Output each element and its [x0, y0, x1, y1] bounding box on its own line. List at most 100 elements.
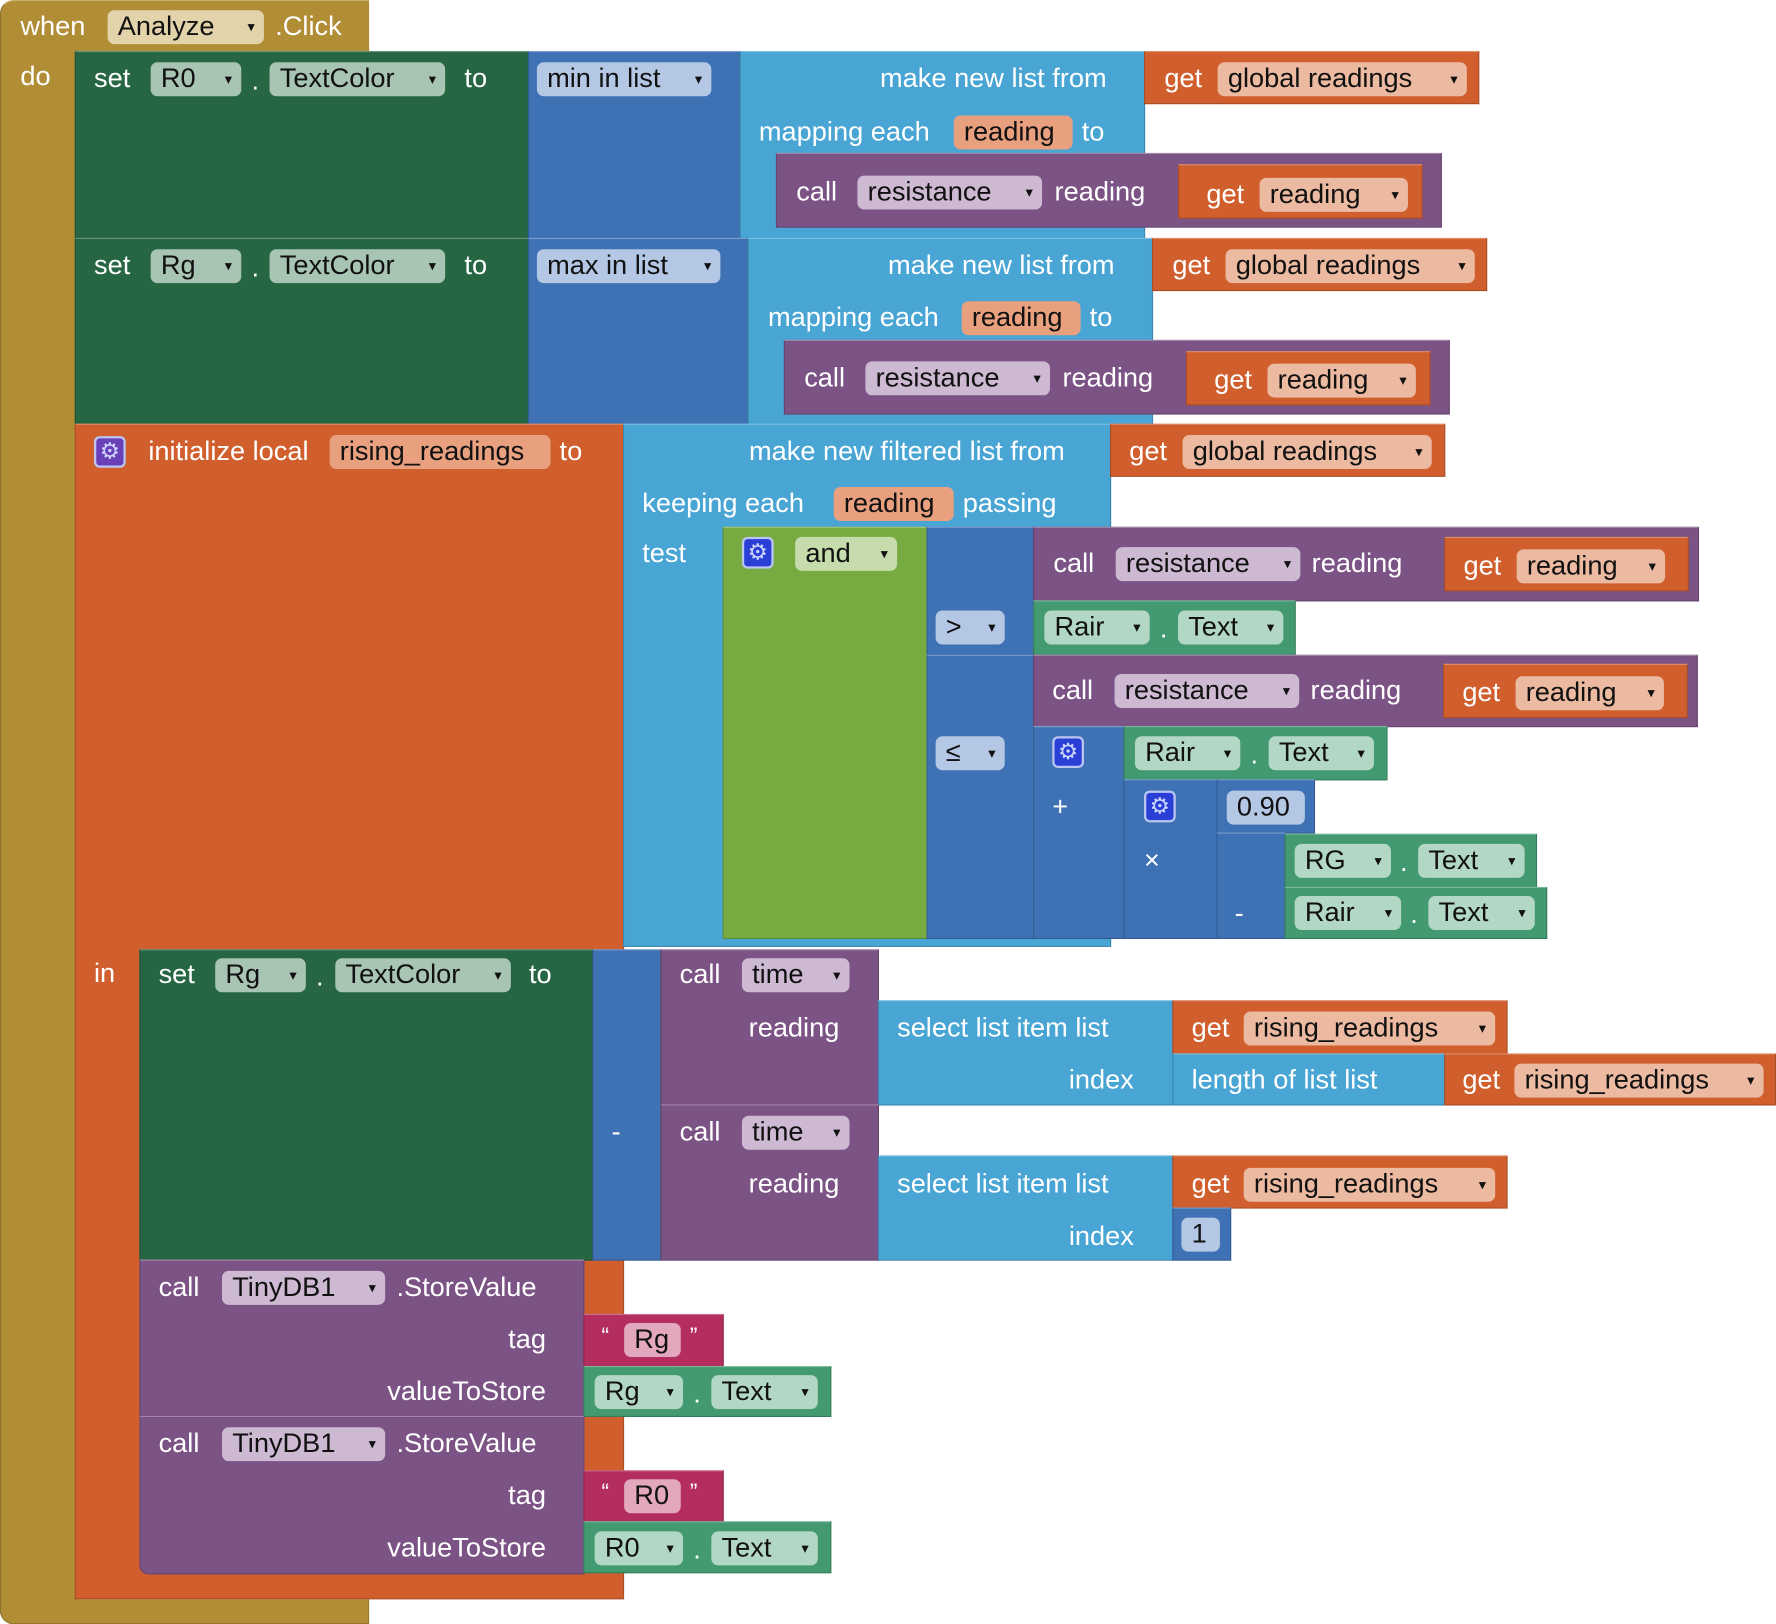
math-function-dropdown-max[interactable]: max in list — [536, 249, 721, 284]
mutator-gear-icon[interactable]: ⚙ — [94, 436, 126, 468]
component-dropdown-rg[interactable]: Rg — [150, 249, 242, 284]
component-dropdown-rg[interactable]: RG — [1294, 843, 1391, 878]
click-event-label: .Click — [275, 11, 342, 42]
subtract-block-2[interactable] — [592, 949, 662, 1261]
mutator-gear-icon[interactable]: ⚙ — [741, 536, 774, 569]
component-dropdown-analyze[interactable]: Analyze — [107, 10, 264, 45]
call-label: call — [1052, 675, 1094, 706]
mutator-gear-icon[interactable]: ⚙ — [1052, 736, 1084, 768]
procedure-dropdown-time[interactable]: time — [741, 1115, 850, 1150]
to-label: to — [1089, 302, 1113, 334]
call-label: call — [804, 362, 846, 394]
component-dropdown-rair[interactable]: Rair — [1044, 610, 1150, 645]
property-dropdown-textcolor[interactable]: TextColor — [269, 62, 446, 97]
property-dropdown-textcolor[interactable]: TextColor — [335, 958, 511, 993]
procedure-dropdown-resistance[interactable]: resistance — [1115, 547, 1301, 582]
component-dropdown-tinydb1[interactable]: TinyDB1 — [222, 1427, 386, 1462]
dropdown-arrow-icon — [881, 537, 888, 571]
variable-dropdown-reading[interactable]: reading — [1516, 549, 1666, 584]
select-list-item-block-1[interactable] — [877, 1000, 1174, 1106]
set-label: set — [94, 63, 131, 95]
dropdown-value: rising_readings — [1253, 1012, 1439, 1044]
dropdown-value: time — [752, 959, 804, 990]
component-dropdown-rair[interactable]: Rair — [1294, 895, 1402, 930]
procedure-dropdown-resistance[interactable]: resistance — [857, 175, 1043, 210]
close-quote-icon: ” — [689, 1480, 698, 1506]
property-dropdown-text[interactable]: Text — [711, 1375, 818, 1410]
dropdown-value: resistance — [1125, 548, 1250, 579]
get-label: get — [1191, 1168, 1230, 1200]
number-field[interactable]: 1 — [1181, 1217, 1220, 1252]
component-dropdown-r0[interactable]: R0 — [594, 1531, 684, 1566]
get-label: get — [1206, 178, 1245, 210]
component-dropdown-rair[interactable]: Rair — [1134, 736, 1241, 771]
property-dropdown-text[interactable]: Text — [1428, 895, 1535, 930]
dropdown-arrow-icon — [1479, 1012, 1486, 1046]
local-variable-name-field[interactable]: rising_readings — [329, 434, 551, 469]
component-dropdown-rg[interactable]: Rg — [594, 1375, 684, 1410]
loop-variable-field[interactable]: reading — [833, 487, 954, 522]
dropdown-arrow-icon — [1374, 844, 1381, 878]
loop-variable-field[interactable]: reading — [961, 301, 1081, 336]
dropdown-arrow-icon — [1267, 611, 1274, 645]
text-field[interactable]: Rg — [624, 1322, 681, 1357]
procedure-dropdown-resistance[interactable]: resistance — [1114, 673, 1300, 708]
dropdown-arrow-icon — [429, 62, 436, 96]
dropdown-value: Text — [721, 1532, 772, 1564]
property-dropdown-text[interactable]: Text — [711, 1531, 818, 1566]
loop-variable-field[interactable]: reading — [953, 115, 1073, 150]
dropdown-value: Text — [1278, 737, 1329, 768]
variable-dropdown-reading[interactable]: reading — [1259, 177, 1408, 212]
variable-dropdown-rising-readings[interactable]: rising_readings — [1243, 1011, 1496, 1046]
logic-operator-dropdown-and[interactable]: and — [795, 536, 898, 571]
subtract-block-1[interactable] — [1216, 832, 1286, 940]
and-block[interactable] — [722, 526, 928, 940]
compare-operator-dropdown-le[interactable]: ≤ — [935, 736, 1005, 771]
dropdown-arrow-icon — [289, 958, 296, 992]
number-field[interactable]: 0.90 — [1226, 790, 1305, 825]
dropdown-value: global readings — [1192, 436, 1378, 467]
mapping-each-label: mapping each — [767, 302, 939, 334]
call-label: call — [1053, 548, 1095, 579]
variable-dropdown-global-readings[interactable]: global readings — [1225, 249, 1475, 284]
compare-operator-dropdown-gt[interactable]: > — [935, 610, 1005, 645]
property-dropdown-text[interactable]: Text — [1418, 843, 1525, 878]
tinydb-storevalue-block-1[interactable] — [139, 1259, 585, 1418]
argument-label: reading — [748, 1168, 840, 1200]
variable-dropdown-reading[interactable]: reading — [1267, 363, 1416, 398]
make-new-filtered-list-label: make new filtered list from — [748, 436, 1065, 467]
dropdown-arrow-icon — [1358, 736, 1365, 770]
variable-dropdown-reading[interactable]: reading — [1515, 676, 1664, 711]
select-list-item-block-2[interactable] — [877, 1155, 1174, 1261]
variable-dropdown-rising-readings[interactable]: rising_readings — [1514, 1063, 1764, 1098]
mutator-gear-icon[interactable]: ⚙ — [1144, 790, 1176, 823]
component-dropdown-rg[interactable]: Rg — [215, 958, 306, 993]
math-function-dropdown-min[interactable]: min in list — [536, 62, 712, 97]
compare-less-equal-block[interactable] — [926, 654, 1035, 940]
procedure-dropdown-time[interactable]: time — [741, 958, 850, 993]
set-rg-textcolor-block-2[interactable] — [139, 949, 594, 1261]
component-dropdown-r0[interactable]: R0 — [150, 62, 242, 97]
variable-dropdown-global-readings[interactable]: global readings — [1182, 434, 1432, 469]
variable-dropdown-rising-readings[interactable]: rising_readings — [1243, 1167, 1496, 1202]
property-dropdown-textcolor[interactable]: TextColor — [269, 249, 446, 284]
dropdown-value: R0 — [604, 1532, 640, 1564]
index-label: index — [1068, 1221, 1134, 1252]
method-label: .StoreValue — [396, 1272, 537, 1303]
property-dropdown-text[interactable]: Text — [1268, 736, 1374, 771]
dropdown-value: Analyze — [117, 11, 215, 42]
text-field[interactable]: R0 — [624, 1479, 681, 1514]
dot-label: . — [1250, 739, 1259, 771]
loop-variable-name: reading — [843, 488, 935, 519]
dropdown-arrow-icon — [1399, 364, 1406, 398]
property-dropdown-text[interactable]: Text — [1178, 610, 1284, 645]
procedure-dropdown-resistance[interactable]: resistance — [865, 361, 1051, 396]
get-label: get — [1129, 436, 1168, 467]
dropdown-value: TinyDB1 — [232, 1428, 336, 1459]
variable-dropdown-global-readings[interactable]: global readings — [1217, 62, 1467, 97]
dropdown-arrow-icon — [1224, 736, 1231, 770]
length-of-list-block[interactable] — [1172, 1053, 1446, 1106]
dropdown-arrow-icon — [1284, 547, 1291, 581]
component-dropdown-tinydb1[interactable]: TinyDB1 — [222, 1270, 386, 1305]
